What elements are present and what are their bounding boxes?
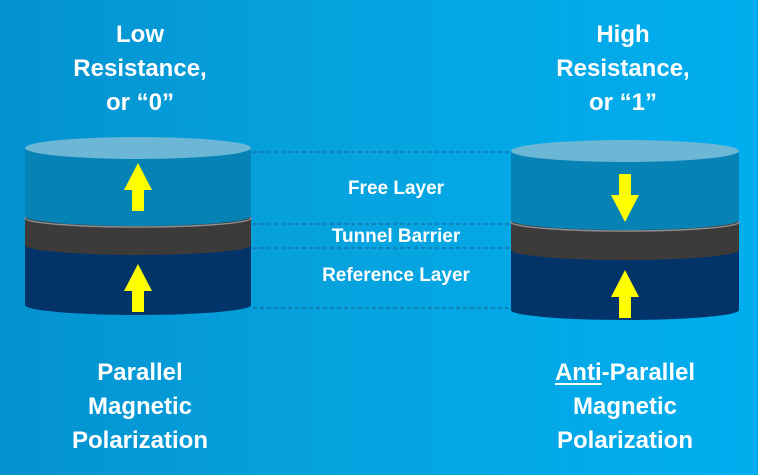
tunnel-barrier-layer (25, 218, 251, 255)
caption-text: Parallel (97, 359, 183, 386)
parallel-polarization-caption: Parallel Magnetic Polarization (40, 356, 240, 458)
caption-line: High (596, 21, 650, 48)
caption-line: Resistance, (73, 55, 207, 82)
caption-line: or “1” (588, 89, 657, 116)
caption-line: Resistance, (556, 55, 690, 82)
caption-line: Anti-Parallel (500, 356, 750, 390)
cylinder-top-cap (511, 140, 739, 162)
cylinder-top-cap (25, 137, 251, 159)
mtj-cylinder-anti-parallel (510, 140, 740, 320)
mtj-cylinder-parallel (24, 137, 252, 315)
anti-parallel-polarization-caption: Anti-Parallel Magnetic Polarization (500, 356, 750, 458)
reference-layer-label: Reference Layer (322, 265, 470, 286)
high-resistance-caption: High Resistance, or “1” (523, 18, 723, 120)
caption-line: or “0” (105, 89, 174, 116)
caption-line: Polarization (71, 427, 209, 454)
caption-line: Polarization (556, 427, 694, 454)
free-layer-label: Free Layer (347, 178, 445, 199)
caption-line: Low (116, 21, 164, 48)
reference-layer-arrow-up-icon (124, 264, 152, 312)
layer-guide-lines (253, 151, 512, 309)
caption-line: Magnetic (572, 393, 677, 420)
caption-line: Magnetic (87, 393, 192, 420)
caption-underlined-text: Anti (554, 359, 602, 386)
caption-text: -Parallel (601, 359, 696, 386)
tunnel-barrier-label: Tunnel Barrier (331, 226, 461, 247)
low-resistance-caption: Low Resistance, or “0” (40, 18, 240, 120)
tunnel-barrier-layer (511, 222, 739, 260)
free-layer-arrow-up-icon (124, 163, 152, 211)
reference-layer-arrow-up-icon (611, 270, 639, 318)
free-layer-arrow-down-icon (611, 174, 639, 222)
caption-line: Parallel (40, 356, 240, 390)
